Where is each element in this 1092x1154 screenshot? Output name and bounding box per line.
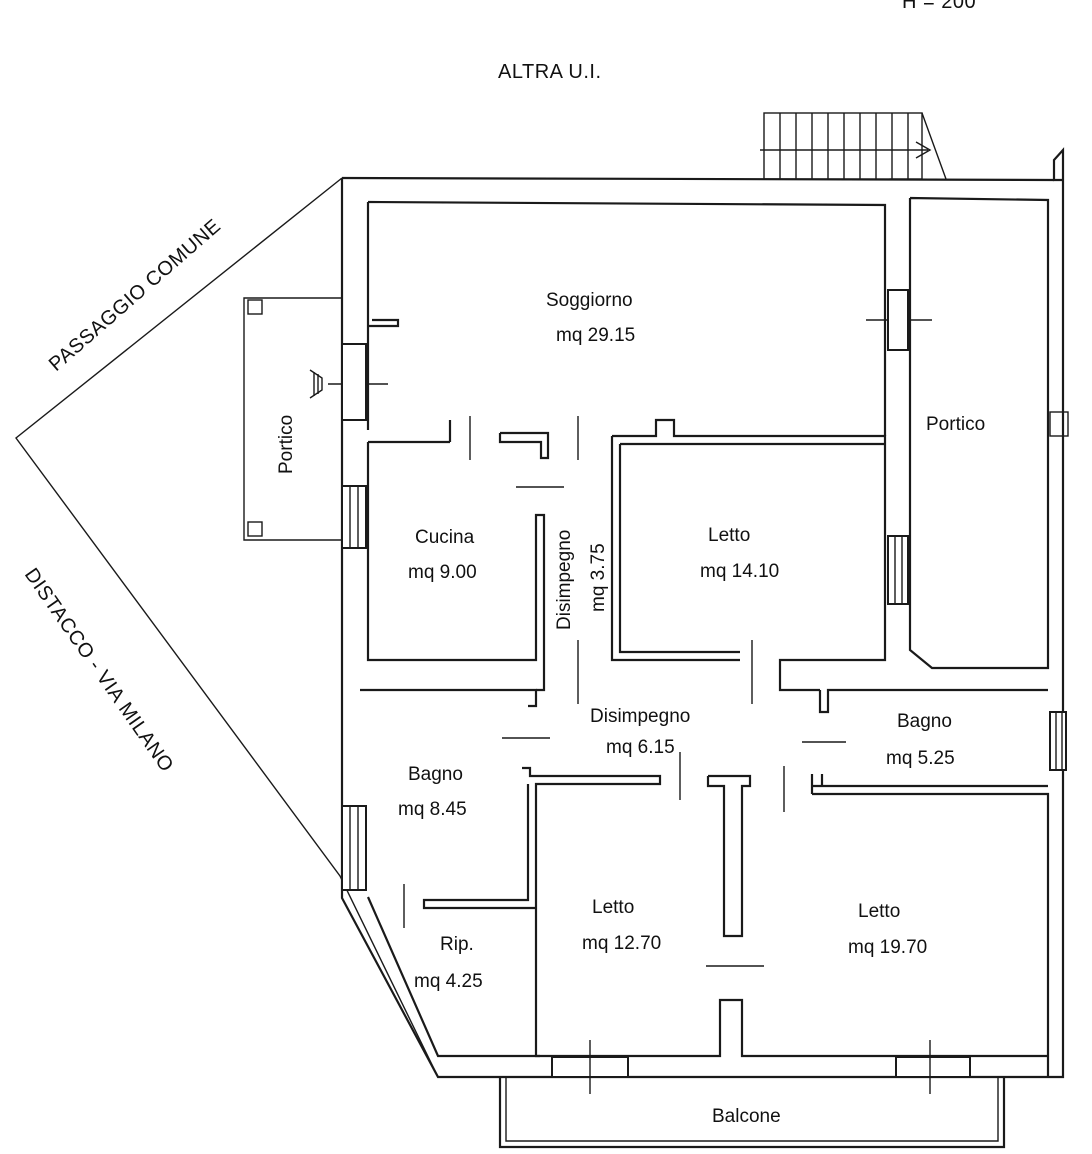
portico-east	[1049, 411, 1069, 437]
room-labels: Soggiorno mq 29.15 Portico Portico Cucin…	[276, 290, 985, 1127]
room-letto-3-area: mq 19.70	[848, 937, 927, 958]
room-soggiorno-name: Soggiorno	[546, 290, 633, 311]
room-disimpegno-2-name: Disimpegno	[590, 706, 690, 727]
room-soggiorno-area: mq 29.15	[556, 325, 635, 346]
room-portico-west-name: Portico	[276, 415, 297, 474]
room-letto-1-name: Letto	[708, 525, 750, 546]
windows	[341, 289, 1067, 1094]
scale-label: H = 200	[902, 0, 976, 13]
room-letto-1-area: mq 14.10	[700, 561, 779, 582]
room-rip-area: mq 4.25	[414, 971, 483, 992]
adjacent-unit-label: ALTRA U.I.	[498, 61, 602, 83]
room-bagno-1-name: Bagno	[897, 711, 952, 732]
room-bagno-1-area: mq 5.25	[886, 748, 955, 769]
outer-walls	[340, 147, 1065, 1079]
portico-west	[243, 297, 342, 541]
door-marks	[328, 319, 932, 967]
boundary-north-west-label: PASSAGGIO COMUNE	[45, 215, 225, 376]
room-bagno-2-name: Bagno	[408, 764, 463, 785]
room-letto-3-name: Letto	[858, 901, 900, 922]
site-boundary	[15, 177, 439, 1078]
room-letto-2-name: Letto	[592, 897, 634, 918]
room-rip-name: Rip.	[440, 934, 474, 955]
internal-walls	[360, 318, 1050, 1077]
room-disimpegno-2-area: mq 6.15	[606, 737, 675, 758]
staircase	[760, 112, 947, 180]
room-portico-east-name: Portico	[926, 414, 985, 435]
room-cucina-name: Cucina	[415, 527, 475, 548]
room-cucina-area: mq 9.00	[408, 562, 477, 583]
room-balcone-name: Balcone	[712, 1106, 781, 1127]
room-disimpegno-1-area: mq 3.75	[588, 543, 609, 612]
room-letto-2-area: mq 12.70	[582, 933, 661, 954]
balcony	[498, 1077, 1006, 1149]
room-disimpegno-1-name: Disimpegno	[554, 530, 575, 630]
room-bagno-2-area: mq 8.45	[398, 799, 467, 820]
boundary-south-west-label: DISTACCO - VIA MILANO	[20, 564, 178, 776]
